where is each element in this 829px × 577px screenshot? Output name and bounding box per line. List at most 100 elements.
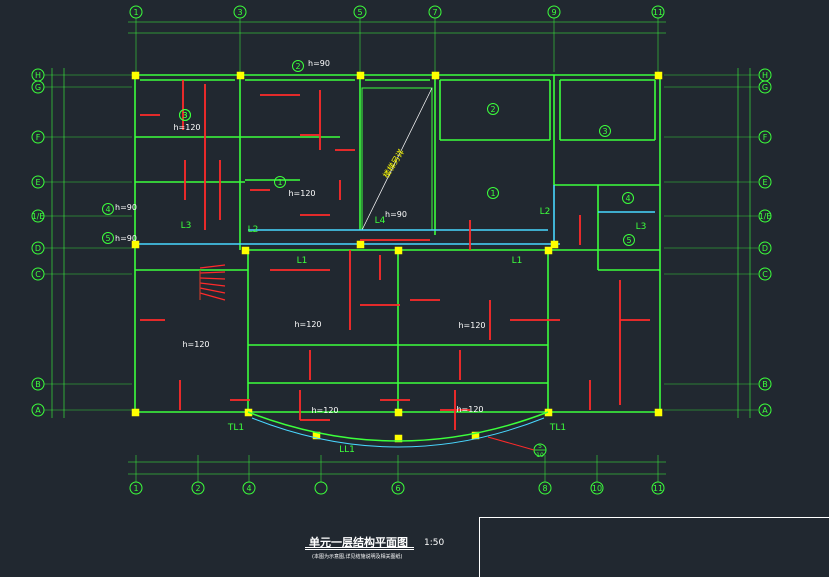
stair-step xyxy=(199,271,226,274)
column xyxy=(356,71,365,80)
stair-step xyxy=(199,264,226,269)
drawing-scale: 1:50 xyxy=(424,538,445,548)
column xyxy=(394,434,403,443)
room-number: 4 xyxy=(625,194,630,203)
column xyxy=(131,240,140,249)
room-number-circle xyxy=(487,103,499,115)
column xyxy=(131,71,140,80)
column xyxy=(131,408,140,417)
stair-step xyxy=(199,287,226,294)
beam-label: L3 xyxy=(636,222,647,232)
axis-right-6-circle xyxy=(758,267,772,281)
slab-thickness-label: h=120 xyxy=(456,405,483,414)
detail-callout-leader xyxy=(487,436,535,451)
title-underline-2 xyxy=(305,549,414,550)
column xyxy=(394,408,403,417)
slab-thickness-label: h=120 xyxy=(288,189,315,198)
room-number: 3 xyxy=(182,111,187,120)
axis-left-8-label: A xyxy=(35,406,41,415)
axis-right-1-label: G xyxy=(762,83,768,92)
axis-top-7-label: 7 xyxy=(432,8,437,17)
column xyxy=(654,71,663,80)
room-number-circle xyxy=(102,232,114,244)
curved-bay-wall xyxy=(247,411,549,442)
stair-note: 楼梯另详 xyxy=(381,147,406,179)
drawing-title: 单元一层结构平面图 xyxy=(309,536,408,549)
beam-label: L3 xyxy=(181,221,192,231)
beam-label: L1 xyxy=(512,256,523,266)
stair-step xyxy=(199,277,226,280)
axis-right-6-label: C xyxy=(762,270,768,279)
stair-step xyxy=(199,292,226,301)
room-number-circle xyxy=(179,109,191,121)
column xyxy=(654,408,663,417)
slab-thickness-label: h=90 xyxy=(115,203,137,212)
title-block xyxy=(479,517,829,577)
slab-thickness-label: h=90 xyxy=(385,210,407,219)
axis-right-3-label: E xyxy=(762,178,767,187)
detail-callout-bottom: 10 xyxy=(536,452,544,459)
axis-right-8-circle xyxy=(758,403,772,417)
axis-bottom-6-label: 10 xyxy=(592,484,602,493)
slab-thickness-label: h=120 xyxy=(182,340,209,349)
room-number: 2 xyxy=(295,62,300,71)
detail-callout-top: 5 xyxy=(538,443,542,450)
axis-bottom-3-circle xyxy=(314,481,328,495)
axis-right-2-label: F xyxy=(763,133,768,142)
axis-left-7-label: B xyxy=(35,380,41,389)
room-number: 2 xyxy=(490,105,495,114)
beam-label: L2 xyxy=(248,225,259,235)
axis-top-1-label: 1 xyxy=(133,8,138,17)
axis-bottom-4-label: 6 xyxy=(395,484,400,493)
axis-top-3-label: 3 xyxy=(237,8,242,17)
axis-left-5-label: D xyxy=(35,244,41,253)
room-number-circle xyxy=(487,187,499,199)
column xyxy=(550,240,559,249)
axis-right-1-circle xyxy=(758,80,772,94)
axis-top-11-label: 11 xyxy=(653,8,663,17)
axis-left-1-label: G xyxy=(35,83,41,92)
axis-left-3-label: E xyxy=(35,178,40,187)
axis-bottom-2-label: 4 xyxy=(246,484,251,493)
axis-left-0-label: H xyxy=(35,71,41,80)
slab-thickness-label: h=120 xyxy=(458,321,485,330)
axis-left-6-label: C xyxy=(35,270,41,279)
beam-label: L1 xyxy=(297,256,308,266)
axis-right-7-label: B xyxy=(762,380,768,389)
column xyxy=(356,240,365,249)
axis-bottom-5-label: 8 xyxy=(542,484,547,493)
column xyxy=(431,71,440,80)
column xyxy=(394,246,403,255)
room-number-circle xyxy=(292,60,304,72)
room-number: 3 xyxy=(602,127,607,136)
room-number-circle xyxy=(622,192,634,204)
beam-label: LL1 xyxy=(339,445,355,455)
axis-top-9-label: 9 xyxy=(551,8,556,17)
axis-left-4-label: 1/E xyxy=(32,212,45,221)
title-underline xyxy=(305,547,414,548)
axis-bottom-0-label: 1 xyxy=(133,484,138,493)
axis-right-4-label: 1/E xyxy=(759,212,772,221)
column xyxy=(241,246,250,255)
room-number: 3 xyxy=(182,111,187,120)
axis-right-3-circle xyxy=(758,175,772,189)
stair-diagonal xyxy=(361,87,433,231)
axis-right-5-circle xyxy=(758,241,772,255)
room-number-circle xyxy=(599,125,611,137)
room-number-circle xyxy=(102,203,114,215)
beam-label: TL1 xyxy=(227,423,244,433)
room-number: 1 xyxy=(277,178,282,187)
axis-left-2-label: F xyxy=(36,133,41,142)
axis-right-7-circle xyxy=(758,377,772,391)
stair-step xyxy=(199,282,226,287)
slab-thickness-label: h=90 xyxy=(115,234,137,243)
room-number-circle xyxy=(623,234,635,246)
slab-thickness-label: h=90 xyxy=(308,59,330,68)
axis-right-5-label: D xyxy=(762,244,768,253)
column xyxy=(544,246,553,255)
beam-label: L2 xyxy=(540,207,551,217)
axis-right-4-circle xyxy=(758,209,772,223)
curved-bay-beam xyxy=(251,417,545,448)
axis-right-0-label: H xyxy=(762,71,768,80)
